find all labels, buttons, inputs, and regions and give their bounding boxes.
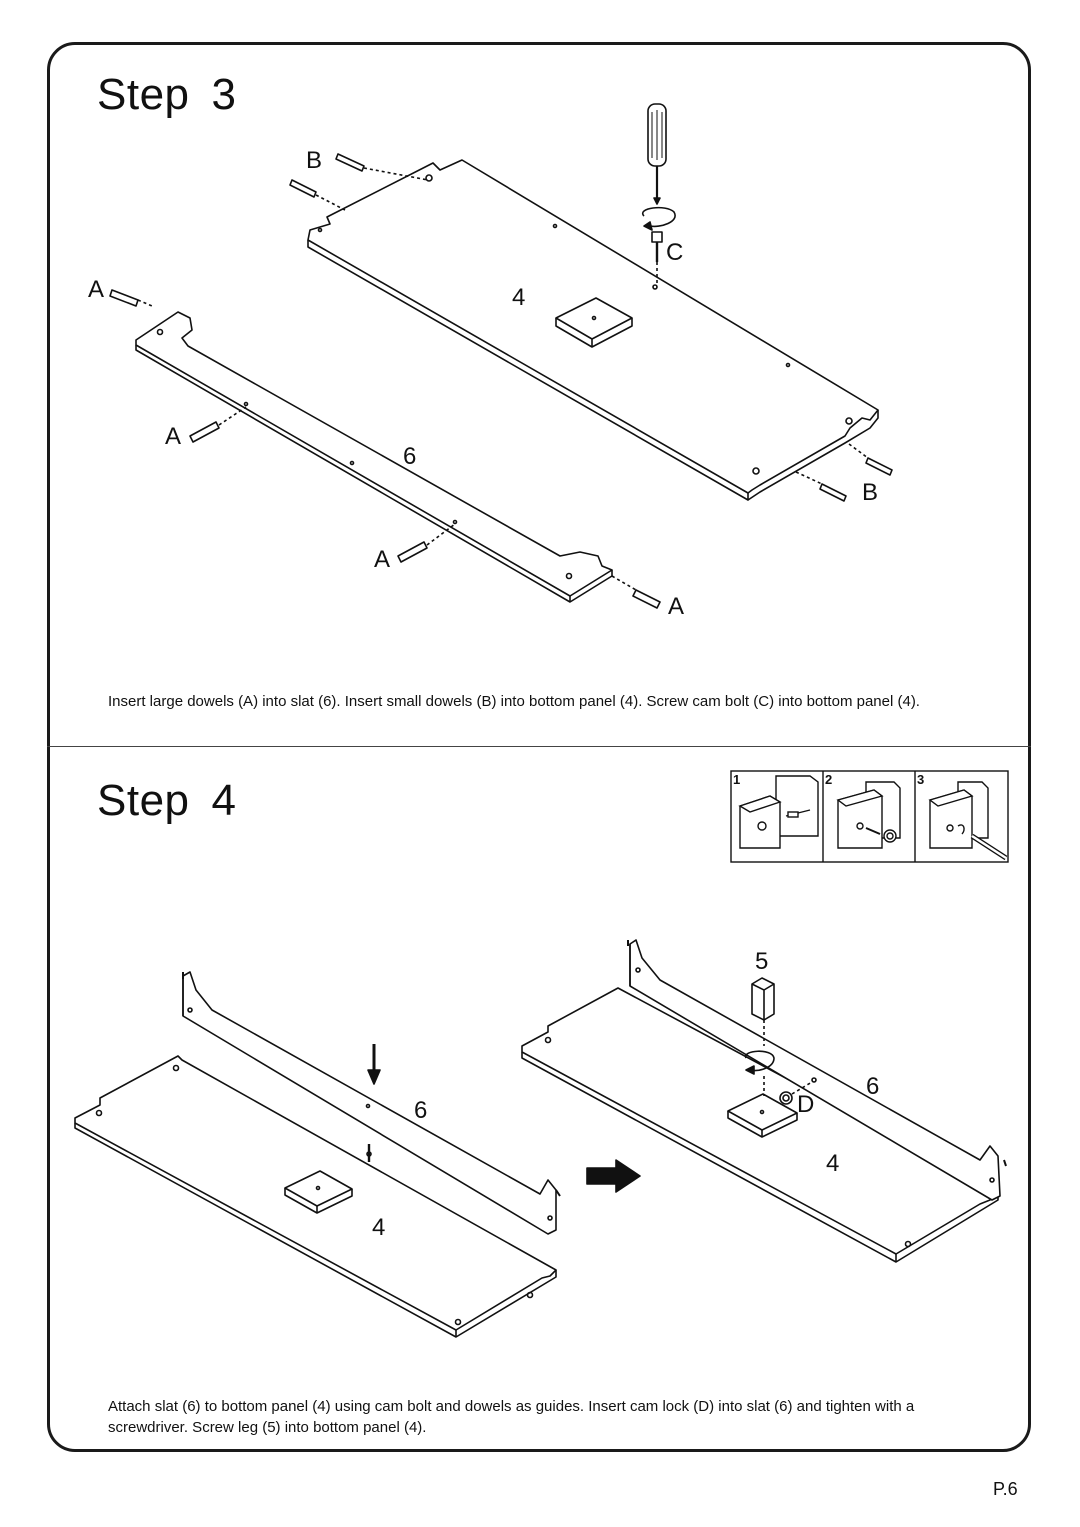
inset-label-3: 3 <box>917 772 924 787</box>
dowel-b-right-1 <box>848 443 893 476</box>
cam-lock-inset <box>730 770 1009 863</box>
page-frame <box>47 42 1031 1452</box>
leg-mount-block-right <box>727 1076 798 1138</box>
step-divider <box>47 746 1031 747</box>
cam-bolt-c <box>651 231 663 286</box>
dowel-b-top-2 <box>289 179 346 211</box>
inset-label-1: 1 <box>733 772 740 787</box>
step4-title: Step 4 <box>97 776 237 826</box>
dowel-a-mid <box>189 406 247 443</box>
dowel-a-left <box>109 289 153 307</box>
label-dowel-a-mid: A <box>165 423 181 450</box>
next-step-arrow-icon <box>586 1159 641 1193</box>
inset-panel-2 <box>836 781 901 849</box>
dowel-a-end <box>611 575 661 609</box>
step4-instruction: Attach slat (6) to bottom panel (4) usin… <box>108 1398 915 1436</box>
step3-title-word: Step <box>97 70 190 119</box>
label-panel-4: 4 <box>512 284 525 311</box>
label-dowel-a-end: A <box>668 593 684 620</box>
rotate-arrow-icon <box>641 206 676 231</box>
slat-6-right <box>627 939 1007 1201</box>
dowel-a-bottom <box>397 523 456 563</box>
leg-mount-block <box>555 297 633 348</box>
leg-mount-block-left <box>284 1170 353 1214</box>
label-dowel-b-top: B <box>306 147 322 174</box>
cam-lock-d <box>779 1077 817 1105</box>
label-dowel-a-left: A <box>88 276 104 303</box>
page-number: P.6 <box>993 1479 1018 1499</box>
inset-label-2: 2 <box>825 772 832 787</box>
screwdriver-icon <box>647 103 667 205</box>
step3-instruction: Insert large dowels (A) into slat (6). I… <box>108 693 920 710</box>
leg-5 <box>751 977 775 1046</box>
label-slat-6-right: 6 <box>866 1073 879 1100</box>
label-slat-6-left: 6 <box>414 1097 427 1124</box>
step4-title-word: Step <box>97 776 190 825</box>
label-slat-6: 6 <box>403 443 416 470</box>
label-cam-lock-d: D <box>797 1091 814 1118</box>
dowel-b-right-2 <box>795 471 847 502</box>
inset-panel-3 <box>928 781 1008 861</box>
slat-6-left <box>182 971 561 1235</box>
label-panel-4-left: 4 <box>372 1214 385 1241</box>
step3-title: Step 3 <box>97 70 237 120</box>
dowel-b-top-1 <box>335 153 429 181</box>
label-dowel-a-bottom: A <box>374 546 390 573</box>
label-panel-4-right: 4 <box>826 1150 839 1177</box>
slat-6 <box>135 311 613 603</box>
inset-panel-1 <box>738 775 819 849</box>
step3-diagram: B C A 4 A 6 B A A <box>88 103 893 620</box>
label-leg-5: 5 <box>755 948 768 975</box>
step3-title-number: 3 <box>211 70 237 119</box>
insert-arrow-icon <box>367 1044 381 1085</box>
label-cam-bolt-c: C <box>666 239 683 266</box>
rotate-arrow-right-icon <box>745 1050 775 1075</box>
label-dowel-b-right: B <box>862 479 878 506</box>
step4-title-number: 4 <box>211 776 237 825</box>
